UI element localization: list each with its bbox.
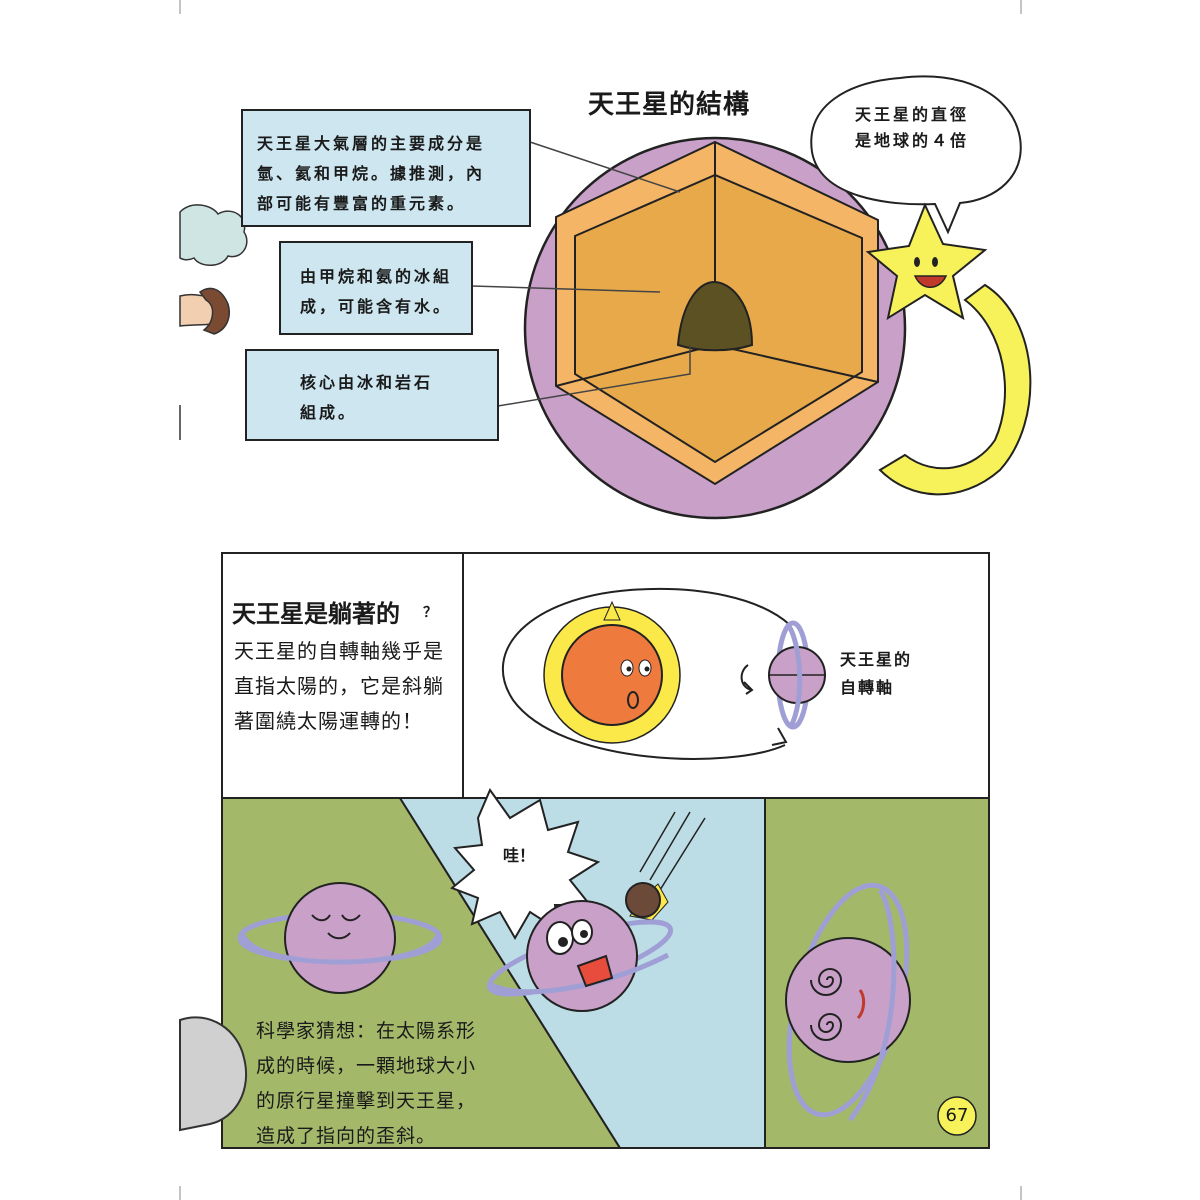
orbit-path xyxy=(501,587,791,760)
callout-mantle-box xyxy=(279,241,473,335)
callout-core-box xyxy=(245,349,499,441)
shocked-uranus xyxy=(486,900,674,1012)
tilt-body-text: 天王星的自轉軸幾乎是 直指太陽的，它是斜躺 著圍繞太陽運轉的！ xyxy=(234,639,444,733)
crop-marks xyxy=(179,0,1022,1200)
star-tail xyxy=(878,283,1032,496)
callout-mantle-text: 由甲烷和氨的冰組 成，可能含有水。 xyxy=(300,267,453,316)
leader-lines xyxy=(471,141,691,407)
core xyxy=(676,280,754,352)
page-number-circle xyxy=(937,1096,977,1136)
diameter-note-text: 天王星的直徑 是地球的４倍 xyxy=(855,105,970,150)
hypothesis-text: 科學家猜想：在太陽系形 成的時候，一顆地球大小 的原行星撞擊到天王星， 造成了指… xyxy=(256,1020,477,1147)
wow-exclamation: 哇！ xyxy=(503,846,536,865)
star-character xyxy=(865,202,988,321)
grey-object-decoration xyxy=(179,1016,248,1132)
small-uranus xyxy=(740,620,826,730)
cloud-decoration xyxy=(179,204,248,266)
callout-atmosphere-box xyxy=(241,109,531,227)
tilt-heading-question-mark: ？ xyxy=(423,605,437,621)
diameter-speech-bubble xyxy=(810,75,1022,235)
page-title: 天王星的結構 xyxy=(588,90,751,120)
sun-character xyxy=(543,600,681,744)
rotation-axis-label: 天王星的 自轉軸 xyxy=(840,650,913,697)
page-number: 67 xyxy=(945,1105,969,1126)
tilt-heading: 天王星是躺著的 xyxy=(232,600,400,628)
callout-core-text: 核心由冰和岩石 組成。 xyxy=(300,373,434,422)
callout-atmosphere-text: 天王星大氣層的主要成分是 氫、氦和甲烷。據推測，內 部可能有豐富的重元素。 xyxy=(257,134,486,213)
dizzy-uranus xyxy=(785,882,911,1122)
calm-uranus xyxy=(237,882,443,994)
hand-decoration xyxy=(179,287,230,335)
meteor xyxy=(625,811,706,921)
